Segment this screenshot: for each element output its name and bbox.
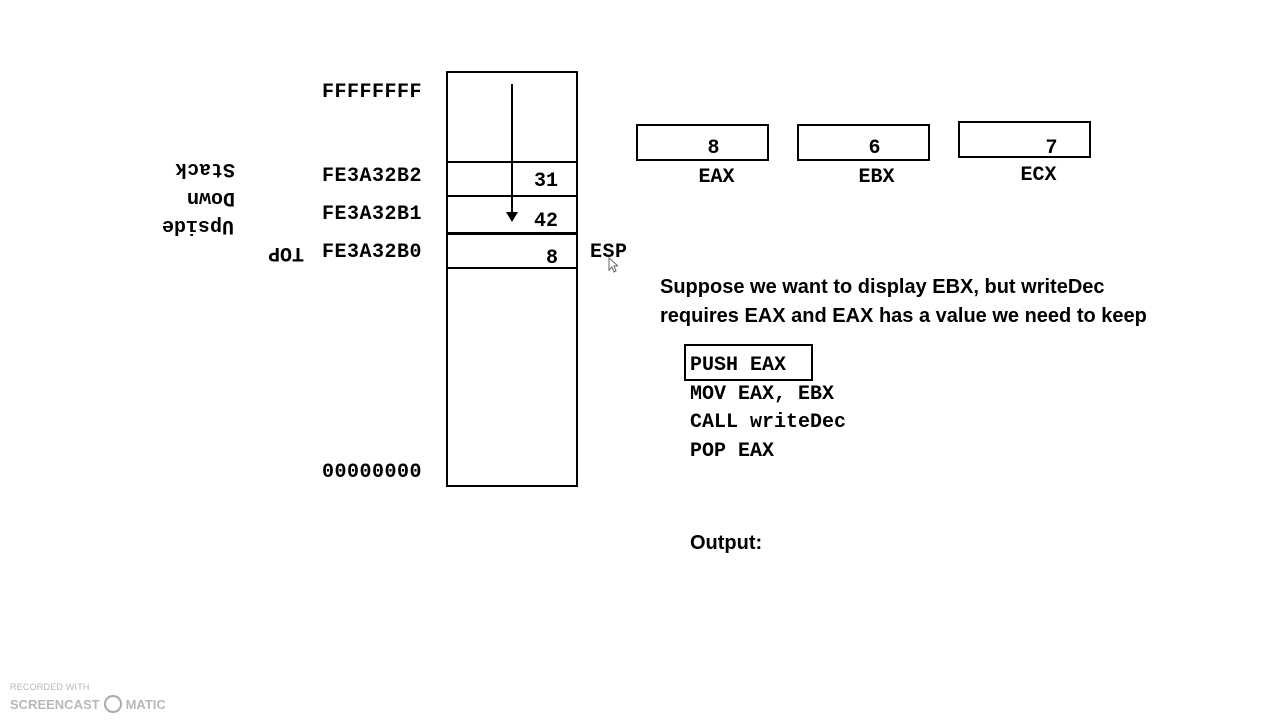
upside-down-stack-label: Stack	[175, 157, 236, 180]
address-fe3a32b1: FE3A32B1	[322, 203, 423, 226]
top-label: TOP	[268, 241, 305, 264]
register-eax-value: 8	[707, 137, 720, 160]
register-eax-label: EAX	[698, 166, 735, 189]
mouse-cursor-icon	[608, 257, 618, 273]
stack-memory-column	[446, 71, 578, 487]
watermark-brand-right: MATIC	[125, 696, 166, 712]
stack-cell-value: 42	[533, 210, 558, 233]
register-eax-box: 8	[636, 124, 769, 161]
register-ecx-label: ECX	[1020, 164, 1057, 187]
esp-pointer-label: ESP	[590, 241, 628, 264]
register-ecx-box: 7	[958, 121, 1091, 160]
code-line-push: PUSH EAX	[690, 354, 787, 377]
stack-growth-arrow	[506, 84, 518, 222]
record-icon	[103, 695, 122, 713]
explanation-line-1: Suppose we want to display EBX, but writ…	[660, 276, 1105, 298]
code-line-call: CALL writeDec	[690, 411, 847, 434]
register-ecx-value: 7	[1045, 137, 1058, 160]
stack-cell-value: 8	[545, 247, 558, 270]
register-ebx-value: 6	[868, 137, 881, 160]
upside-down-down-label: Down	[187, 186, 236, 209]
register-ebx-label: EBX	[858, 166, 895, 189]
current-instruction-highlight	[684, 344, 813, 381]
upside-down-upside-label: Upside	[162, 214, 235, 237]
code-line-pop: POP EAX	[690, 440, 775, 463]
code-line-mov: MOV EAX, EBX	[690, 383, 835, 406]
explanation-line-2: requires EAX and EAX has a value we need…	[660, 305, 1147, 327]
address-00000000: 00000000	[322, 461, 423, 484]
output-label: Output:	[690, 532, 763, 554]
screencast-watermark: RECORDED WITH SCREENCAST MATIC	[10, 682, 166, 713]
stack-cell-value: 31	[533, 170, 558, 193]
watermark-recorded-with: RECORDED WITH	[10, 682, 90, 692]
address-fe3a32b2: FE3A32B2	[322, 165, 423, 188]
watermark-brand: SCREENCAST MATIC	[10, 695, 166, 713]
register-ebx-box: 6	[797, 124, 930, 161]
address-fe3a32b0: FE3A32B0	[322, 241, 423, 264]
watermark-brand-left: SCREENCAST	[10, 696, 100, 712]
address-ffffffff: FFFFFFFF	[322, 81, 423, 104]
stack-cell-fe3a32b0: 8	[446, 233, 578, 270]
